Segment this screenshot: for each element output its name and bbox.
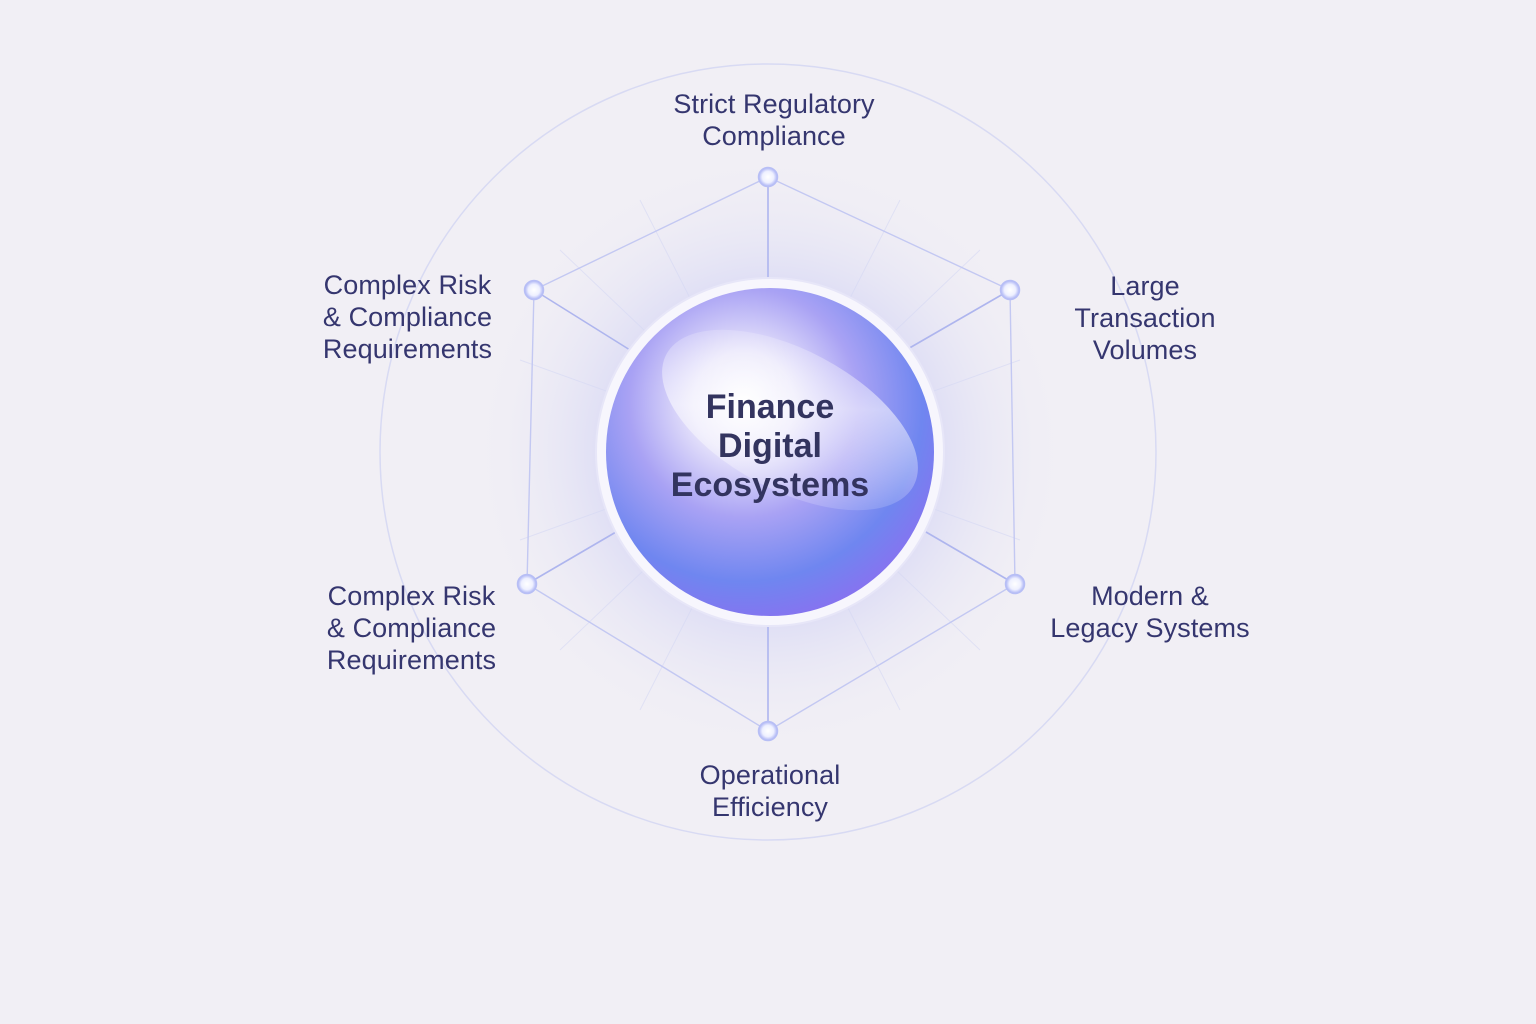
outer-orbit-ring: [379, 63, 1157, 841]
node-label-top: Strict Regulatory Compliance: [673, 89, 875, 151]
node-dot-lower-left[interactable]: [516, 573, 538, 595]
node-dot-bottom[interactable]: [757, 720, 779, 742]
node-label-upper-left: Complex Risk & Compliance Requirements: [322, 270, 493, 364]
node-dot-lower-right[interactable]: [1004, 573, 1026, 595]
node-label-bottom: Operational Efficiency: [699, 760, 841, 822]
core-sphere-sheen: [662, 329, 918, 511]
node-label-upper-right: Large Transaction Volumes: [1074, 271, 1216, 365]
node-dot-upper-left[interactable]: [523, 279, 545, 301]
node-label-lower-right: Modern & Legacy Systems: [1050, 581, 1250, 643]
node-dots: [516, 166, 1026, 742]
spokes: [526, 177, 1016, 731]
node-label-lower-left: Complex Risk & Compliance Requirements: [326, 581, 497, 675]
node-dot-upper-right[interactable]: [999, 279, 1021, 301]
core-title: Finance Digital Ecosystems: [670, 388, 870, 504]
node-dot-top[interactable]: [757, 166, 779, 188]
hexagon-edges: [526, 176, 1016, 732]
